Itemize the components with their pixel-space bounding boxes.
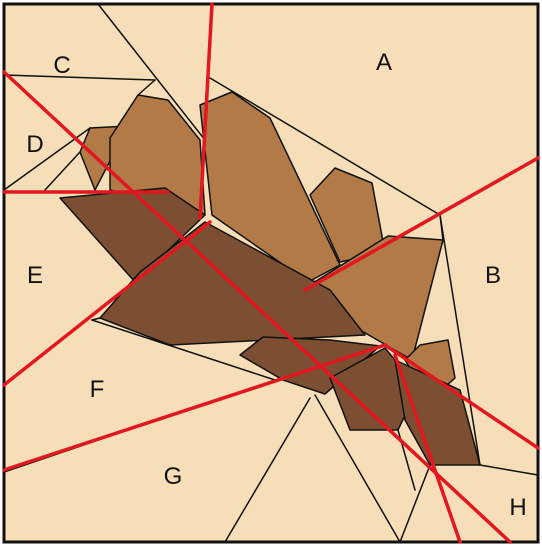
region-label-g: G [164,463,183,490]
region-label-f: F [90,376,105,403]
region-label-b: B [485,262,501,289]
outline-line [91,319,276,381]
outline-line [399,459,433,543]
region-label-e: E [27,262,43,289]
cut-line [198,2,214,220]
region-label-c: C [53,52,70,79]
cut-line [2,70,512,544]
outline-line [44,151,81,191]
leaf-lobe-right [309,167,386,263]
outline-line [137,79,156,96]
light-brown-pieces [79,91,456,401]
cut-line [303,156,540,292]
outline-line [314,394,401,543]
outline-line [439,214,481,466]
cut-line [2,220,212,387]
region-label-h: H [509,494,526,521]
cut-line [383,343,540,450]
cut-line [2,343,387,472]
outline-line [479,464,539,476]
outline-line [97,3,206,141]
leaf-tip [394,359,481,466]
outline-line [439,214,444,241]
leaf-lobe-top-center [199,91,341,283]
outline-line [224,397,311,543]
outline-line [3,74,156,81]
outline-line [209,77,441,216]
cut-line [393,353,462,544]
region-label-a: A [376,49,392,76]
region-label-d: D [26,131,43,158]
